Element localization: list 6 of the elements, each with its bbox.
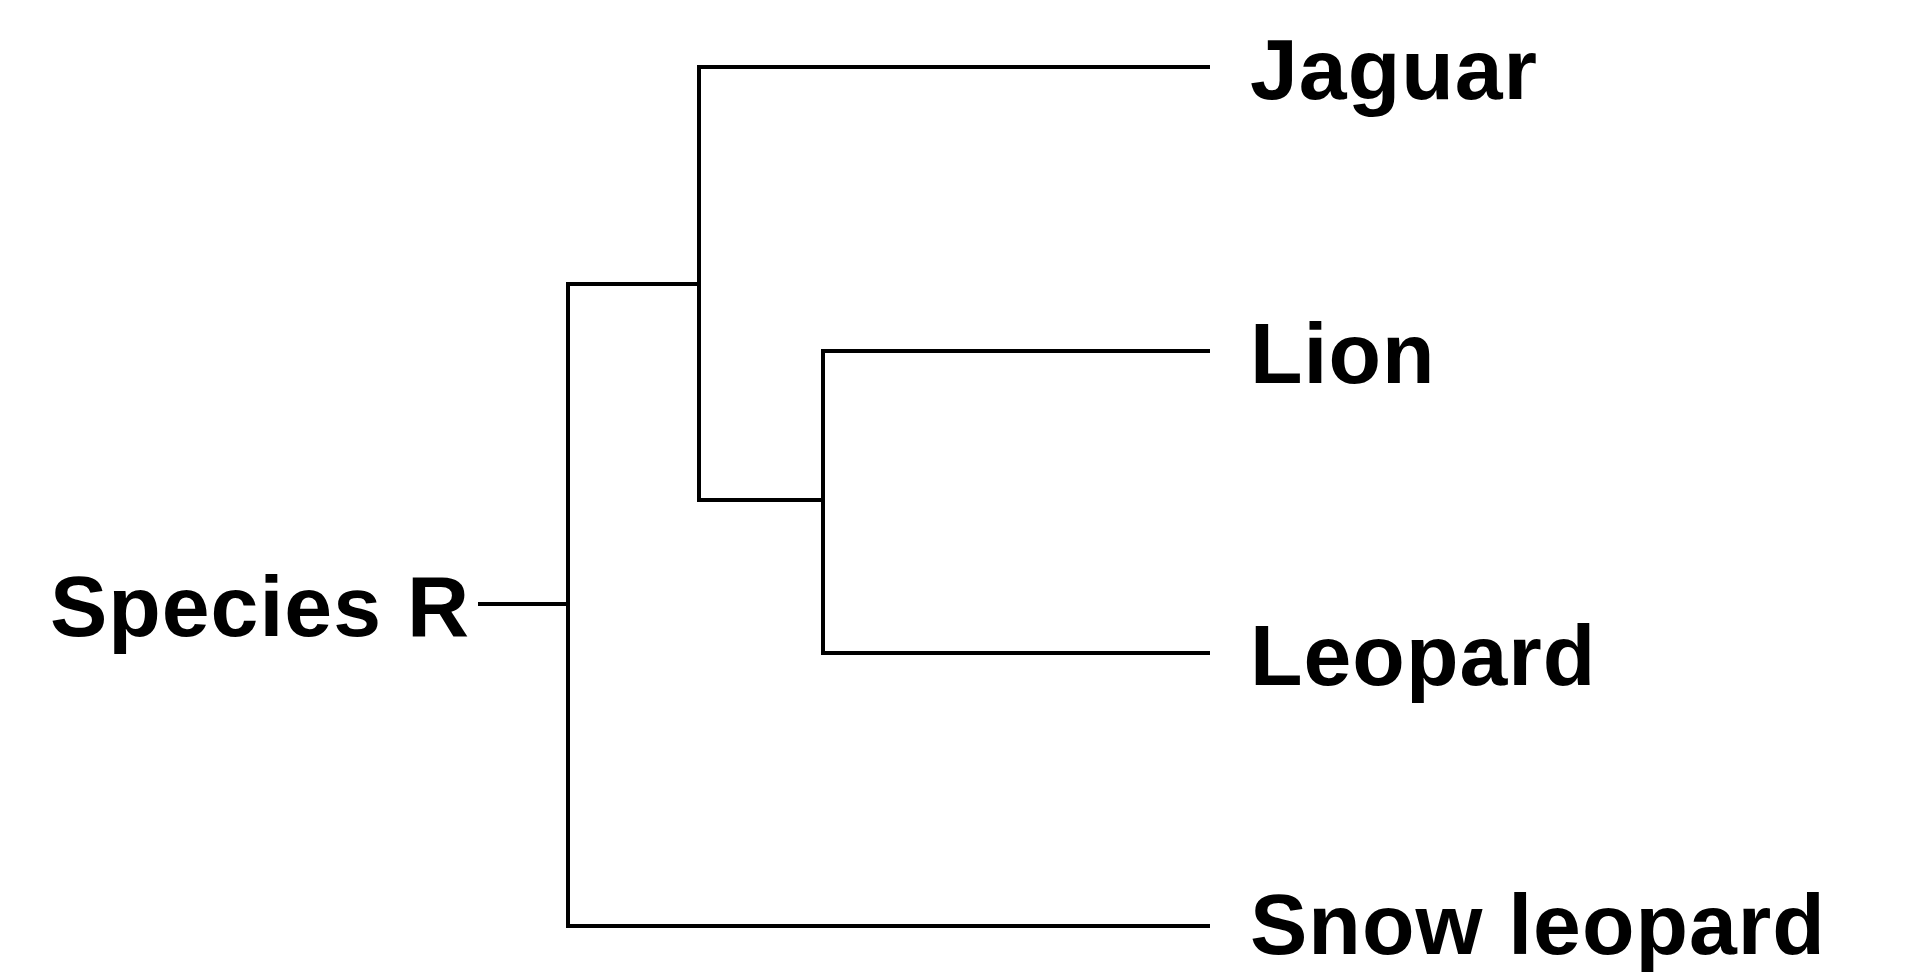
species-label: Jaguar [1250, 23, 1539, 115]
species-label: Leopard [1250, 609, 1597, 701]
species-label: Species R [49, 560, 470, 652]
species-label: Snow leopard [1250, 878, 1826, 970]
species-label: Lion [1250, 307, 1436, 399]
tree-branch [478, 602, 1210, 928]
